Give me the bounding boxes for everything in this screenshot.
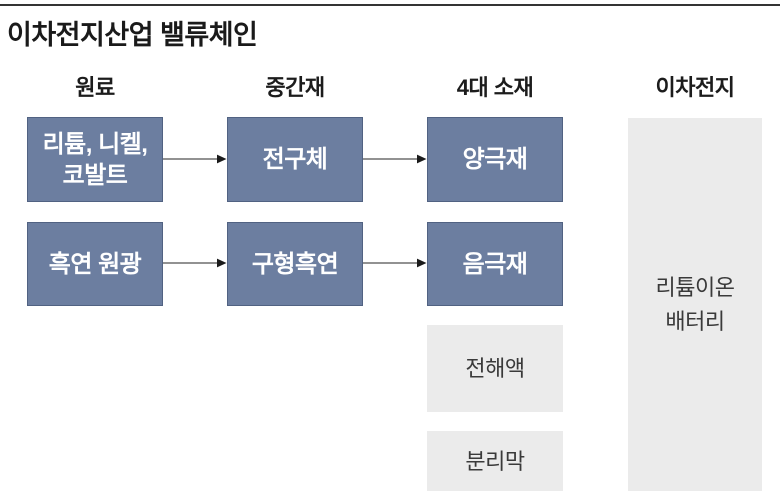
node-label-line: 코발트 [62,161,128,189]
column-header-secondary-battery: 이차전지 [655,75,735,100]
flow-arrow-ore-to-spherical-graphite [163,258,227,268]
column-header-raw-materials: 원료 [75,75,115,100]
node-cathode-material: 양극재 [427,117,563,202]
node-lithium-nickel-cobalt: 리튬, 니켈, 코발트 [27,117,163,202]
node-label: 구형흑연 [251,250,339,278]
node-label: 전구체 [262,146,328,173]
page-title: 이차전지산업 밸류체인 [7,20,258,50]
node-label-line: 배터리 [665,308,725,334]
node-label: 음극재 [462,250,528,278]
node-spherical-graphite: 구형흑연 [227,222,363,306]
node-separator: 분리막 [427,431,563,491]
node-label-line: 리튬이온 [655,274,735,300]
flow-arrow-precursor-to-cathode [363,154,427,164]
node-lithium-ion-battery: 리튬이온 배터리 [628,118,762,491]
node-precursor: 전구체 [227,117,363,202]
flow-arrow-spherical-graphite-to-anode [363,258,427,268]
node-label: 흑연 원광 [48,250,142,278]
node-label-line: 리튬, 니켈, [42,130,148,158]
column-header-intermediates: 중간재 [265,75,325,100]
node-electrolyte: 전해액 [427,325,563,412]
node-label: 전해액 [465,356,525,381]
node-label: 양극재 [462,146,528,173]
column-header-four-materials: 4대 소재 [456,75,534,100]
node-graphite-ore: 흑연 원광 [27,222,163,306]
node-label: 분리막 [465,448,525,474]
top-rule [0,4,780,6]
flow-arrow-raw-to-precursor [163,154,227,164]
node-anode-material: 음극재 [427,222,563,306]
